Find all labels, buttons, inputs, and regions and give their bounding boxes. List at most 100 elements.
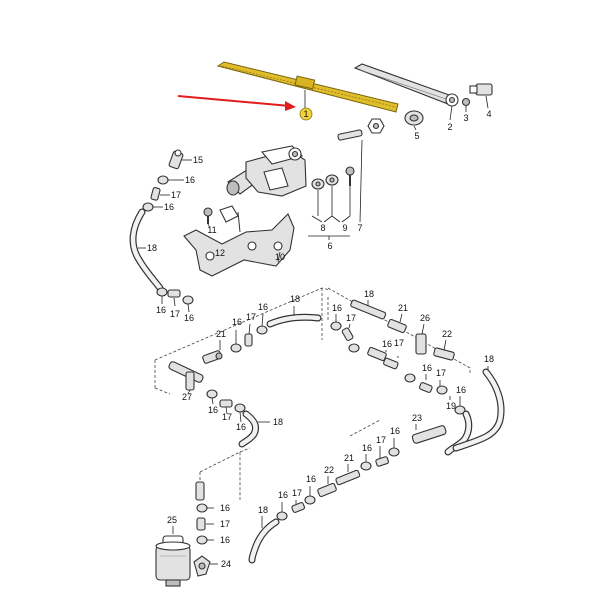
ribbed-hose[interactable]: [335, 469, 361, 486]
hose-adapter[interactable]: [202, 350, 223, 364]
callout-17a: 17: [171, 190, 181, 200]
callout-16l: 16: [456, 385, 466, 395]
t-piece-connector[interactable]: [168, 361, 204, 391]
hinge-cap[interactable]: [461, 97, 471, 107]
hose-clip[interactable]: [206, 389, 218, 399]
wiper-blade[interactable]: [216, 61, 399, 113]
straight-connector[interactable]: [411, 425, 447, 444]
hose-clip[interactable]: [157, 175, 169, 185]
callout-16e: 16: [232, 317, 242, 327]
hose-connector[interactable]: [167, 289, 181, 298]
hose-clip[interactable]: [196, 535, 208, 545]
callout-17g: 17: [436, 368, 446, 378]
washer-hose[interactable]: [248, 518, 280, 564]
hose-clip[interactable]: [360, 461, 372, 471]
wiper-arm[interactable]: [353, 63, 459, 107]
hose-clip[interactable]: [234, 403, 246, 413]
hose-connector[interactable]: [375, 456, 389, 467]
callout-18d: 18: [364, 289, 374, 299]
hose-clip[interactable]: [256, 325, 268, 335]
washer-hose[interactable]: [266, 313, 322, 328]
callout-23: 23: [412, 413, 422, 423]
callout-17d: 17: [222, 412, 232, 422]
hose-connector[interactable]: [219, 399, 233, 408]
hose-clip[interactable]: [276, 511, 288, 521]
callout-17j: 17: [220, 519, 230, 529]
hose-connector[interactable]: [196, 517, 206, 531]
hose-connector[interactable]: [244, 333, 253, 347]
callout-11: 11: [207, 225, 216, 235]
callout-12: 12: [215, 248, 225, 258]
hose-clip[interactable]: [304, 495, 316, 505]
callout-1: 1: [303, 109, 308, 119]
hose-clip[interactable]: [348, 343, 360, 353]
callout-18b: 18: [290, 294, 300, 304]
bracket-bolt[interactable]: [203, 207, 213, 224]
callout-21a: 21: [216, 329, 226, 339]
hose-adapter[interactable]: [387, 318, 407, 334]
ribbed-hose[interactable]: [350, 299, 387, 320]
wiper-motor[interactable]: [226, 145, 307, 197]
callout-22a: 22: [442, 329, 452, 339]
hose-clip[interactable]: [156, 287, 168, 297]
hose-connector[interactable]: [418, 382, 433, 393]
callout-21b: 21: [398, 303, 408, 313]
callout-4: 4: [486, 109, 491, 119]
hose-connector[interactable]: [195, 481, 205, 501]
hose-clip[interactable]: [230, 343, 242, 353]
callout-17f: 17: [394, 338, 404, 348]
hose-clip[interactable]: [388, 447, 400, 457]
callout-16q: 16: [220, 503, 230, 513]
washer-hose[interactable]: [129, 208, 164, 292]
bracket-screw[interactable]: [345, 166, 355, 186]
nut[interactable]: [367, 118, 385, 134]
callout-6: 6: [327, 241, 332, 251]
callout-16a: 16: [185, 175, 195, 185]
callout-16d: 16: [184, 313, 194, 323]
callout-18e: 18: [484, 354, 494, 364]
connector-plug[interactable]: [469, 83, 493, 96]
callout-17i: 17: [292, 488, 302, 498]
mounting-bracket[interactable]: [183, 205, 295, 277]
hose-connector[interactable]: [341, 327, 354, 342]
callout-9: 9: [342, 223, 347, 233]
callout-16n: 16: [362, 443, 372, 453]
callout-16o: 16: [306, 474, 316, 484]
hose-clip[interactable]: [330, 321, 342, 331]
callout-24: 24: [221, 559, 231, 569]
spindle-seal[interactable]: [337, 129, 363, 141]
washer-hose[interactable]: [238, 410, 260, 448]
hose-clip[interactable]: [436, 385, 448, 395]
callout-19: 19: [446, 401, 456, 411]
pump-seal[interactable]: [193, 555, 211, 577]
callout-3: 3: [463, 113, 468, 123]
hose-connector[interactable]: [383, 357, 399, 370]
hose-adapter[interactable]: [433, 347, 455, 361]
callout-26: 26: [420, 313, 430, 323]
washer-hose[interactable]: [444, 410, 473, 456]
callout-16b: 16: [164, 202, 174, 212]
non-return-valve[interactable]: [367, 346, 387, 362]
hose-adapter[interactable]: [317, 482, 337, 498]
rubber-buffer-set[interactable]: [311, 174, 339, 190]
washer-pump[interactable]: [155, 535, 191, 587]
callout-18c: 18: [273, 417, 283, 427]
callout-16r: 16: [220, 535, 230, 545]
hose-connector[interactable]: [150, 187, 161, 201]
callout-5: 5: [414, 131, 419, 141]
callout-18a: 18: [147, 243, 157, 253]
hose-clip[interactable]: [182, 295, 194, 305]
hose-connector[interactable]: [291, 502, 306, 513]
callout-8: 8: [320, 223, 325, 233]
callout-17b: 17: [170, 309, 180, 319]
washer-hose-long[interactable]: [452, 368, 505, 452]
callout-16m: 16: [390, 426, 400, 436]
washer-nozzle[interactable]: [168, 149, 184, 170]
hose-clip[interactable]: [196, 503, 208, 513]
joint-piece[interactable]: [415, 333, 427, 355]
hose-clip[interactable]: [404, 373, 416, 383]
callout-2: 2: [447, 122, 452, 132]
grommet[interactable]: [404, 110, 424, 126]
callout-badge-1: 1: [299, 107, 313, 121]
callout-10: 10: [275, 252, 285, 262]
